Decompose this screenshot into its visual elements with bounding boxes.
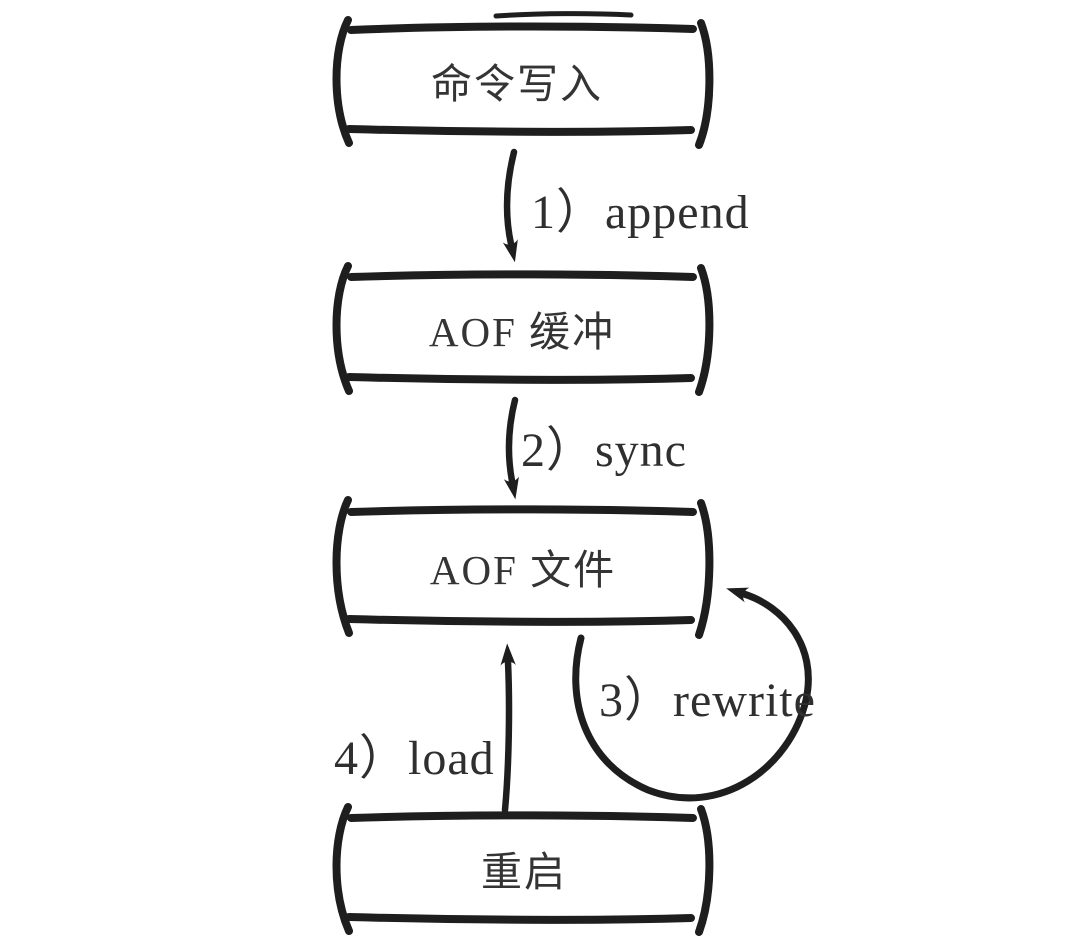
arrow-loop-shaft xyxy=(572,587,812,802)
box-right-bracket xyxy=(695,805,714,936)
box-left-bracket xyxy=(332,803,353,935)
edge-arrow-append xyxy=(502,148,518,263)
edge-label-rewrite: 3）rewrite xyxy=(599,674,816,727)
node-label-aof-file: AOF 文件 xyxy=(429,547,617,593)
box-top-stroke xyxy=(347,270,697,281)
node-label-command-write: 命令写入 xyxy=(431,61,603,107)
arrow-shaft xyxy=(500,643,516,814)
node-box-restart xyxy=(332,803,714,936)
edge-label-sync: 2）sync xyxy=(521,424,687,477)
arrow-shaft xyxy=(502,148,518,263)
edge-label-load: 4）load xyxy=(334,732,495,785)
box-top-stroke xyxy=(347,22,697,34)
edge-label-append: 1）append xyxy=(531,186,750,239)
node-box-aof-buffer xyxy=(332,262,714,396)
arrow-shaft xyxy=(503,396,519,500)
box-top-stroke xyxy=(347,811,697,822)
box-right-bracket xyxy=(695,19,714,149)
box-right-bracket xyxy=(695,499,714,639)
box-bottom-stroke xyxy=(345,373,695,384)
box-bottom-stroke xyxy=(345,615,695,626)
box-right-bracket xyxy=(695,264,714,396)
box-bottom-stroke xyxy=(345,125,695,136)
box-left-bracket xyxy=(332,496,353,637)
box-overstroke xyxy=(493,11,634,19)
box-top-stroke xyxy=(347,505,697,516)
node-box-command-write xyxy=(332,11,714,149)
edge-arrow-load xyxy=(500,643,516,814)
node-box-aof-file xyxy=(332,496,714,639)
edge-arrow-sync xyxy=(503,396,519,500)
box-bottom-stroke xyxy=(345,913,695,924)
edge-arrow-rewrite-loop xyxy=(572,587,812,802)
box-left-bracket xyxy=(332,262,353,395)
node-label-aof-buffer: AOF 缓冲 xyxy=(428,309,616,355)
node-label-restart: 重启 xyxy=(481,849,567,895)
box-left-bracket xyxy=(332,16,353,147)
